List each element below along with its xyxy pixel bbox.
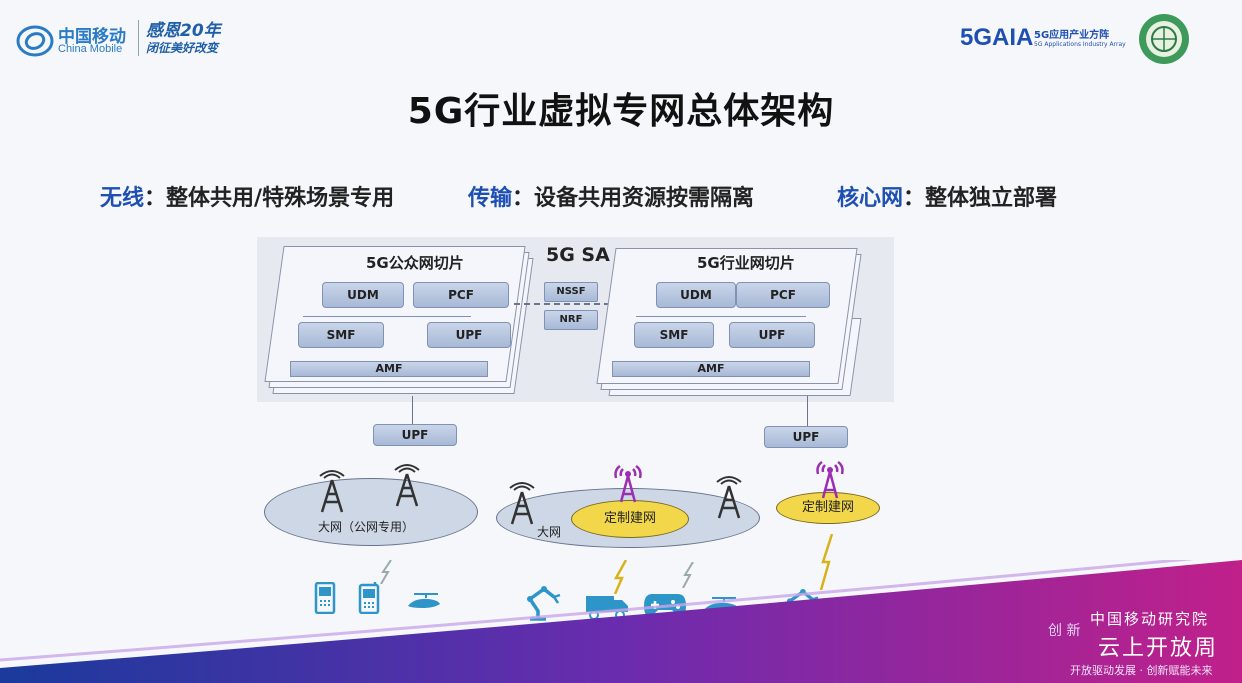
industry-smf: SMF	[634, 322, 714, 348]
connector-left	[412, 396, 413, 424]
public-bus-line	[303, 316, 471, 317]
sa-label: 5G SA	[546, 244, 610, 266]
aia-logo-mark: 5GAIA	[960, 24, 1034, 51]
tower-icon	[509, 482, 535, 525]
public-pcf: PCF	[413, 282, 509, 308]
subtitle-sep: ：	[903, 186, 926, 211]
lightning-icon	[819, 534, 834, 590]
signal-icon	[682, 562, 694, 588]
china-mobile-cn: 中国移动	[58, 27, 126, 46]
industry-slice-title: 5G行业网切片	[697, 254, 795, 272]
public-smf: SMF	[298, 322, 384, 348]
china-mobile-logo: 中国移动 China Mobile	[16, 22, 166, 62]
tower-icon	[319, 470, 345, 513]
subtitle-sep: ：	[512, 186, 535, 211]
footer-slogan: 开放驱动发展 · 创新赋能未来	[1070, 664, 1213, 677]
upf-left: UPF	[373, 424, 457, 446]
nrf: NRF	[544, 310, 598, 330]
anniversary-logo: 感恩20年 闭征美好改变	[146, 14, 236, 60]
custom-mid: 定制建网	[571, 500, 689, 538]
subtitle-wireless: 无线：整体共用/特殊场景专用	[100, 180, 394, 212]
subtitle-key: 无线	[100, 186, 145, 211]
industry-upf: UPF	[729, 322, 815, 348]
anniversary-line1: 感恩20年	[146, 21, 221, 41]
footer-event: 云上开放周	[1098, 636, 1219, 661]
tower-icon	[716, 476, 742, 519]
lightning-icon	[613, 560, 628, 594]
cell-mid-label: 大网	[537, 525, 562, 539]
phone-icon	[358, 582, 380, 614]
footer-org: 中国移动研究院	[1090, 610, 1210, 628]
aia-cn: 5G应用产业方阵	[1034, 30, 1110, 41]
industry-udm: UDM	[656, 282, 736, 308]
aia-en: 5G Applications Industry Array	[1034, 41, 1126, 48]
emblem-icon	[1139, 14, 1189, 64]
tower-icon	[394, 464, 420, 507]
public-udm: UDM	[322, 282, 404, 308]
subtitle-sep: ：	[144, 186, 167, 211]
china-mobile-emblem-icon	[16, 25, 54, 57]
connector-right	[807, 396, 808, 426]
public-amf: AMF	[290, 361, 488, 377]
slice-link-dashed	[514, 303, 610, 305]
subtitle-key: 核心网	[837, 186, 904, 211]
signal-icon	[380, 560, 392, 584]
subtitle-core: 核心网：整体独立部署	[837, 180, 1057, 212]
footer-year-marks: 创 新	[1048, 623, 1081, 639]
custom-antenna-icon	[614, 464, 642, 503]
anniversary-line2: 闭征美好改变	[146, 41, 219, 55]
footer-band	[0, 560, 1242, 683]
china-mobile-en: China Mobile	[58, 43, 123, 55]
cell-left	[264, 478, 478, 546]
divider	[138, 20, 139, 56]
public-upf: UPF	[427, 322, 511, 348]
subtitle-key: 传输	[468, 186, 513, 211]
aia-logo: 5GAIA 5G应用产业方阵 5G Applications Industry …	[960, 24, 1130, 58]
subtitle-text: 整体独立部署	[925, 186, 1058, 211]
drone-icon	[408, 593, 440, 608]
industry-pcf: PCF	[736, 282, 830, 308]
subtitle-text: 设备共用资源按需隔离	[534, 186, 755, 211]
phone-icon	[314, 582, 336, 614]
custom-antenna-icon	[816, 460, 844, 499]
nssf: NSSF	[544, 282, 598, 302]
page-title: 5G行业虚拟专网总体架构	[407, 91, 835, 132]
custom-right: 定制建网	[776, 492, 880, 524]
industry-amf: AMF	[612, 361, 810, 377]
public-slice-title: 5G公众网切片	[366, 254, 464, 272]
subtitle-transport: 传输：设备共用资源按需隔离	[468, 180, 754, 212]
industry-bus-line	[636, 316, 806, 317]
upf-right: UPF	[764, 426, 848, 448]
subtitle-text: 整体共用/特殊场景专用	[166, 186, 395, 211]
cell-left-label: 大网（公网专用）	[318, 520, 415, 534]
